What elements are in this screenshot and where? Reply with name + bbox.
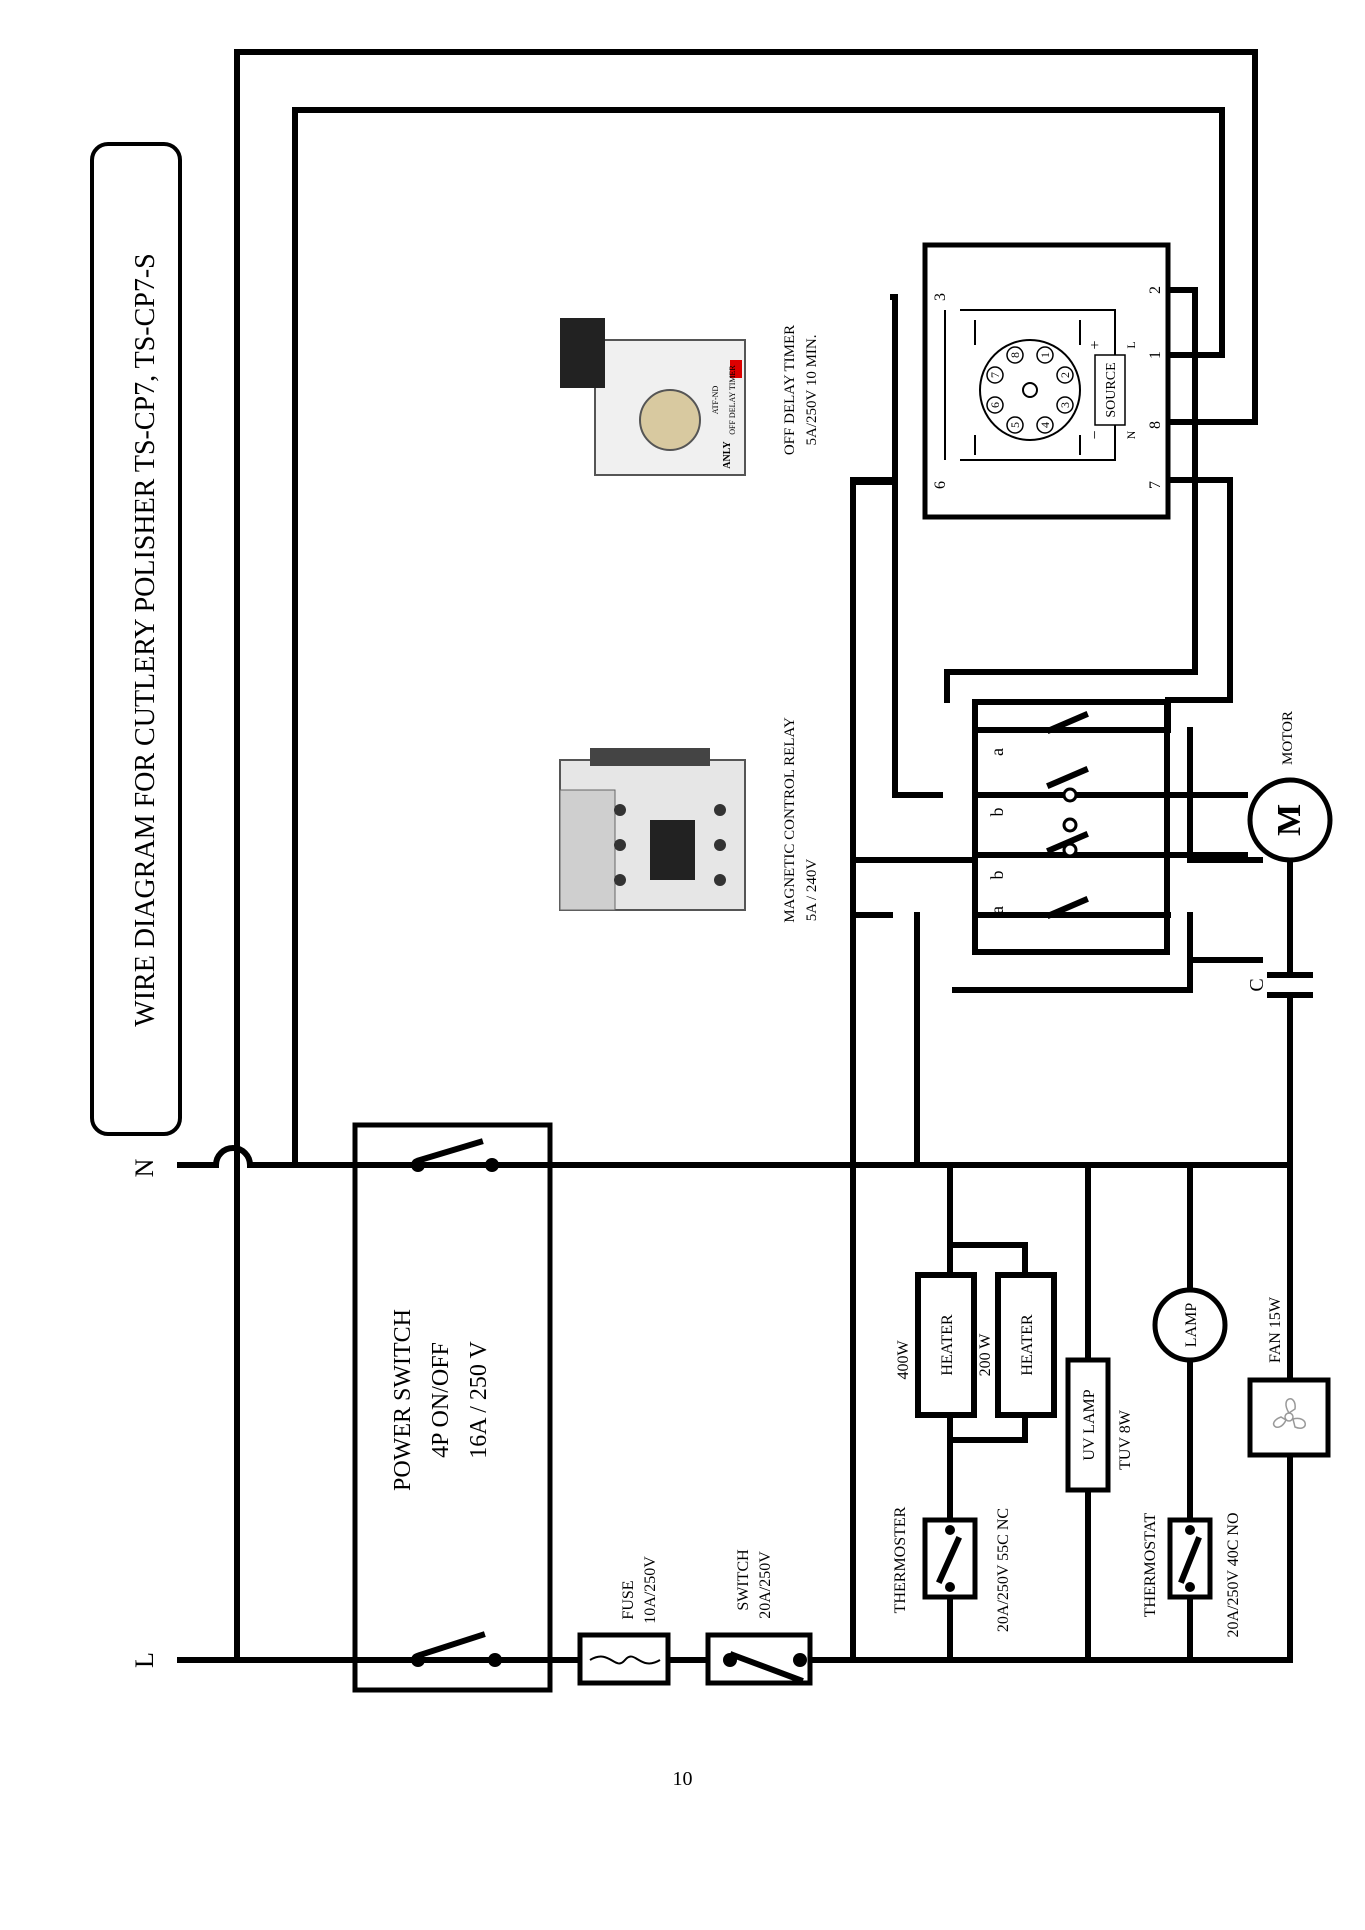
socket-plus: + bbox=[1087, 340, 1104, 349]
socket-source: SOURCE bbox=[1104, 362, 1119, 417]
diagram-title: WIRE DIAGRAM FOR CUTLERY POLISHER TS-CP7… bbox=[130, 253, 161, 1026]
relay-rating: 5A / 240V bbox=[804, 859, 820, 922]
socket-pin-2: 2 bbox=[1058, 372, 1072, 378]
thermoster-rating: 20A/250V 55C NC bbox=[995, 1508, 1012, 1632]
relay-contacts bbox=[972, 711, 1248, 919]
relay-contact-4: a bbox=[987, 906, 1007, 914]
power-switch-line1: POWER SWITCH bbox=[390, 1309, 416, 1491]
thermostat-name: THERMOSTAT bbox=[1142, 1513, 1159, 1618]
heater-200w-label: HEATER bbox=[1019, 1314, 1036, 1376]
socket-pin-4: 4 bbox=[1038, 422, 1052, 428]
timer-photo-model: ATF-ND bbox=[711, 386, 720, 415]
timer-rating: 5A/250V 10 MIN. bbox=[804, 335, 820, 446]
magnetic-relay: a b b a MAGNETIC CONTROL RELAY 5A / 240V bbox=[782, 699, 1248, 955]
timer-name: OFF DELAY TIMER bbox=[782, 325, 798, 455]
capacitor: C bbox=[1246, 972, 1313, 998]
capacitor-label: C bbox=[1246, 978, 1268, 991]
heater-400w-power: 400W bbox=[895, 1340, 912, 1380]
socket-pin-8: 8 bbox=[1008, 352, 1022, 358]
timer-photo-text: OFF DELAY TIMER bbox=[728, 365, 737, 435]
fuse-rating: 10A/250V bbox=[642, 1556, 659, 1624]
relay-name: MAGNETIC CONTROL RELAY bbox=[782, 717, 798, 923]
motor: M MOTOR bbox=[1247, 711, 1333, 863]
title-box: WIRE DIAGRAM FOR CUTLERY POLISHER TS-CP7… bbox=[90, 142, 182, 1136]
socket-pin-6: 6 bbox=[988, 402, 1002, 408]
heater-200w-power: 200 W bbox=[977, 1333, 994, 1377]
thermoster-name: THERMOSTER bbox=[892, 1506, 909, 1613]
socket-pin-5: 5 bbox=[1008, 422, 1022, 428]
timer-pin-8: 8 bbox=[1147, 421, 1164, 429]
socket-pin-1: 1 bbox=[1038, 352, 1052, 358]
timer-pin-6: 6 bbox=[932, 481, 949, 489]
timer-photo-brand: ANLY bbox=[722, 441, 733, 469]
fuse: FUSE 10A/250V bbox=[577, 1556, 671, 1686]
power-switch-line2: 4P ON/OFF bbox=[428, 1342, 454, 1458]
relay-contact-2: b bbox=[987, 808, 1007, 817]
lamp-label: LAMP bbox=[1183, 1303, 1200, 1348]
heater-200w: HEATER 200 W bbox=[977, 1272, 1057, 1418]
switch: SWITCH 20A/250V bbox=[705, 1549, 813, 1686]
timer-photo: ANLY OFF DELAY TIMER ATF-ND bbox=[560, 318, 746, 476]
page-number: 10 bbox=[672, 1768, 693, 1790]
socket-minus: − bbox=[1087, 430, 1104, 439]
timer-pin-7: 7 bbox=[1147, 481, 1164, 489]
socket-pin-n: N bbox=[1124, 430, 1138, 439]
power-switch: POWER SWITCH 4P ON/OFF 16A / 250 V bbox=[352, 1122, 553, 1693]
fan: FAN 15W bbox=[1247, 1296, 1331, 1458]
live-label: L bbox=[130, 1652, 159, 1668]
relay-contact-1: a bbox=[987, 748, 1007, 756]
off-delay-timer: 3 2 1 8 7 6 1 2 3 4 5 6 7 bbox=[782, 242, 1171, 520]
motor-label: MOTOR bbox=[1280, 711, 1296, 765]
switch-name: SWITCH bbox=[735, 1549, 752, 1611]
neutral-label: N bbox=[130, 1158, 159, 1177]
fan-label: FAN 15W bbox=[1267, 1296, 1284, 1363]
uv-lamp-power: TUV 8W bbox=[1117, 1409, 1134, 1470]
uv-lamp-label: UV LAMP bbox=[1081, 1389, 1098, 1460]
thermostat-rating: 20A/250V 40C NO bbox=[1225, 1512, 1242, 1637]
indicator-lamp: LAMP bbox=[1152, 1287, 1228, 1363]
fan-icon bbox=[1272, 1398, 1306, 1429]
socket-pin-7: 7 bbox=[988, 372, 1002, 378]
timer-socket: 1 2 3 4 5 6 7 8 SOURCE + − L N bbox=[944, 309, 1138, 461]
socket-pin-3: 3 bbox=[1058, 402, 1072, 408]
timer-pin-1: 1 bbox=[1147, 351, 1164, 359]
power-switch-line3: 16A / 250 V bbox=[466, 1341, 492, 1459]
motor-symbol: M bbox=[1271, 804, 1308, 836]
thermoster: THERMOSTER 20A/250V 55C NC bbox=[892, 1506, 1012, 1632]
heater-400w-label: HEATER bbox=[939, 1314, 956, 1376]
switch-rating: 20A/250V bbox=[757, 1551, 774, 1619]
timer-pin-2: 2 bbox=[1147, 286, 1164, 294]
fuse-name: FUSE bbox=[620, 1580, 637, 1619]
thermostat: THERMOSTAT 20A/250V 40C NO bbox=[1142, 1512, 1242, 1637]
socket-pin-l: L bbox=[1124, 341, 1138, 348]
relay-contact-3: b bbox=[987, 871, 1007, 880]
heater-400w: HEATER 400W bbox=[895, 1272, 977, 1418]
timer-pin-3: 3 bbox=[932, 293, 949, 301]
uv-lamp: UV LAMP TUV 8W bbox=[1065, 1357, 1134, 1493]
relay-photo bbox=[559, 748, 746, 911]
